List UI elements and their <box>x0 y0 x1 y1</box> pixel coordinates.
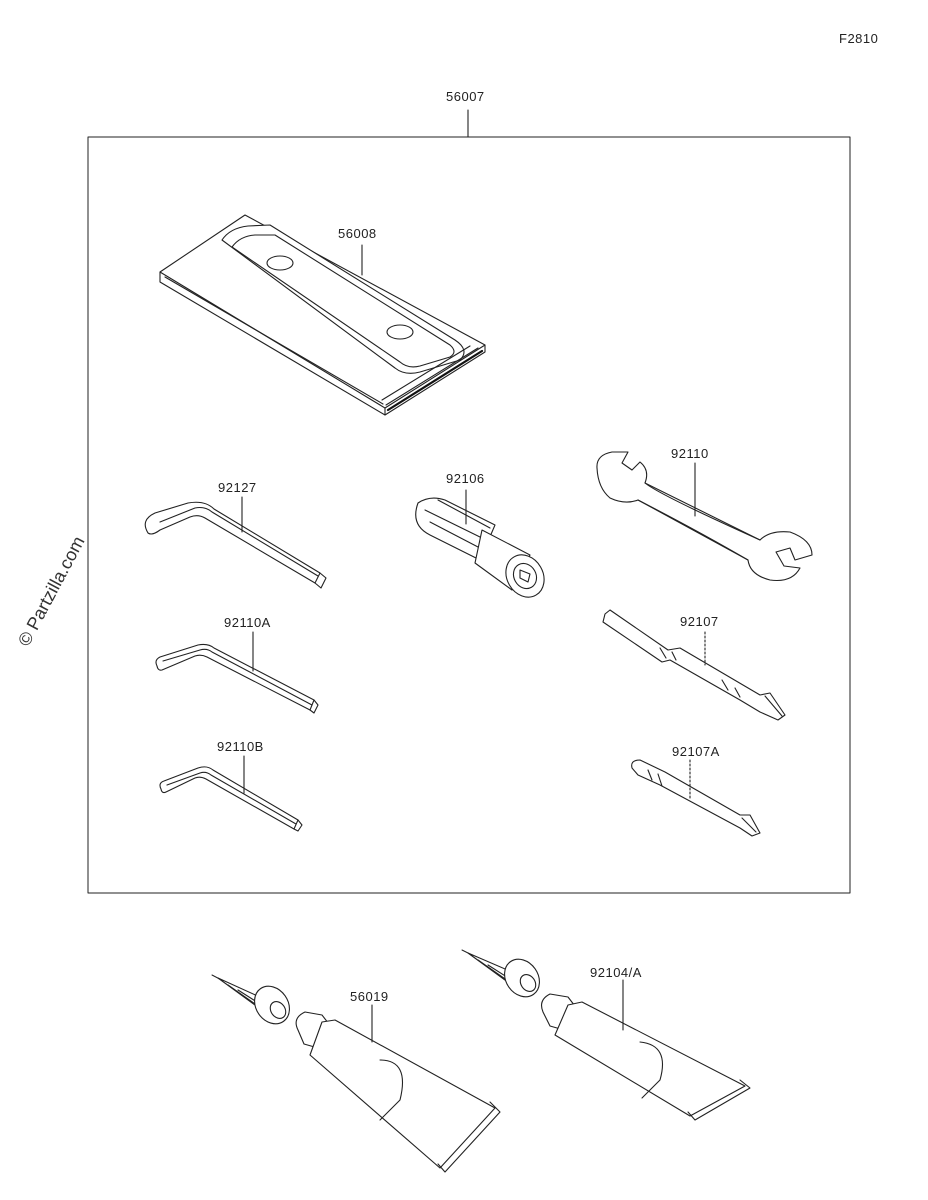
tube-1-drawing <box>211 974 501 1173</box>
hex-wrench-2-drawing <box>155 631 319 714</box>
kit-frame <box>87 136 851 894</box>
hex-wrench-3-drawing <box>159 755 303 832</box>
label-92110B: 92110B <box>217 739 264 754</box>
label-92127: 92127 <box>218 480 257 495</box>
wrench-drawing <box>596 451 813 582</box>
label-56019: 56019 <box>350 989 389 1004</box>
label-92110: 92110 <box>671 446 709 461</box>
label-92104A: 92104/A <box>590 965 642 980</box>
label-92110A: 92110A <box>224 615 271 630</box>
label-92107A: 92107A <box>672 744 720 759</box>
label-56008: 56008 <box>338 226 377 241</box>
plug-driver-drawing <box>415 489 545 598</box>
label-56007: 56007 <box>446 89 485 104</box>
label-92107: 92107 <box>680 614 719 629</box>
tube-2-drawing <box>461 949 751 1121</box>
figure-code: F2810 <box>839 31 879 46</box>
tool-case-drawing <box>159 214 486 416</box>
screwdriver-1-drawing <box>602 609 786 721</box>
screwdriver-2-drawing <box>631 759 761 837</box>
label-92106: 92106 <box>446 471 485 486</box>
hex-wrench-1-drawing <box>144 496 327 589</box>
